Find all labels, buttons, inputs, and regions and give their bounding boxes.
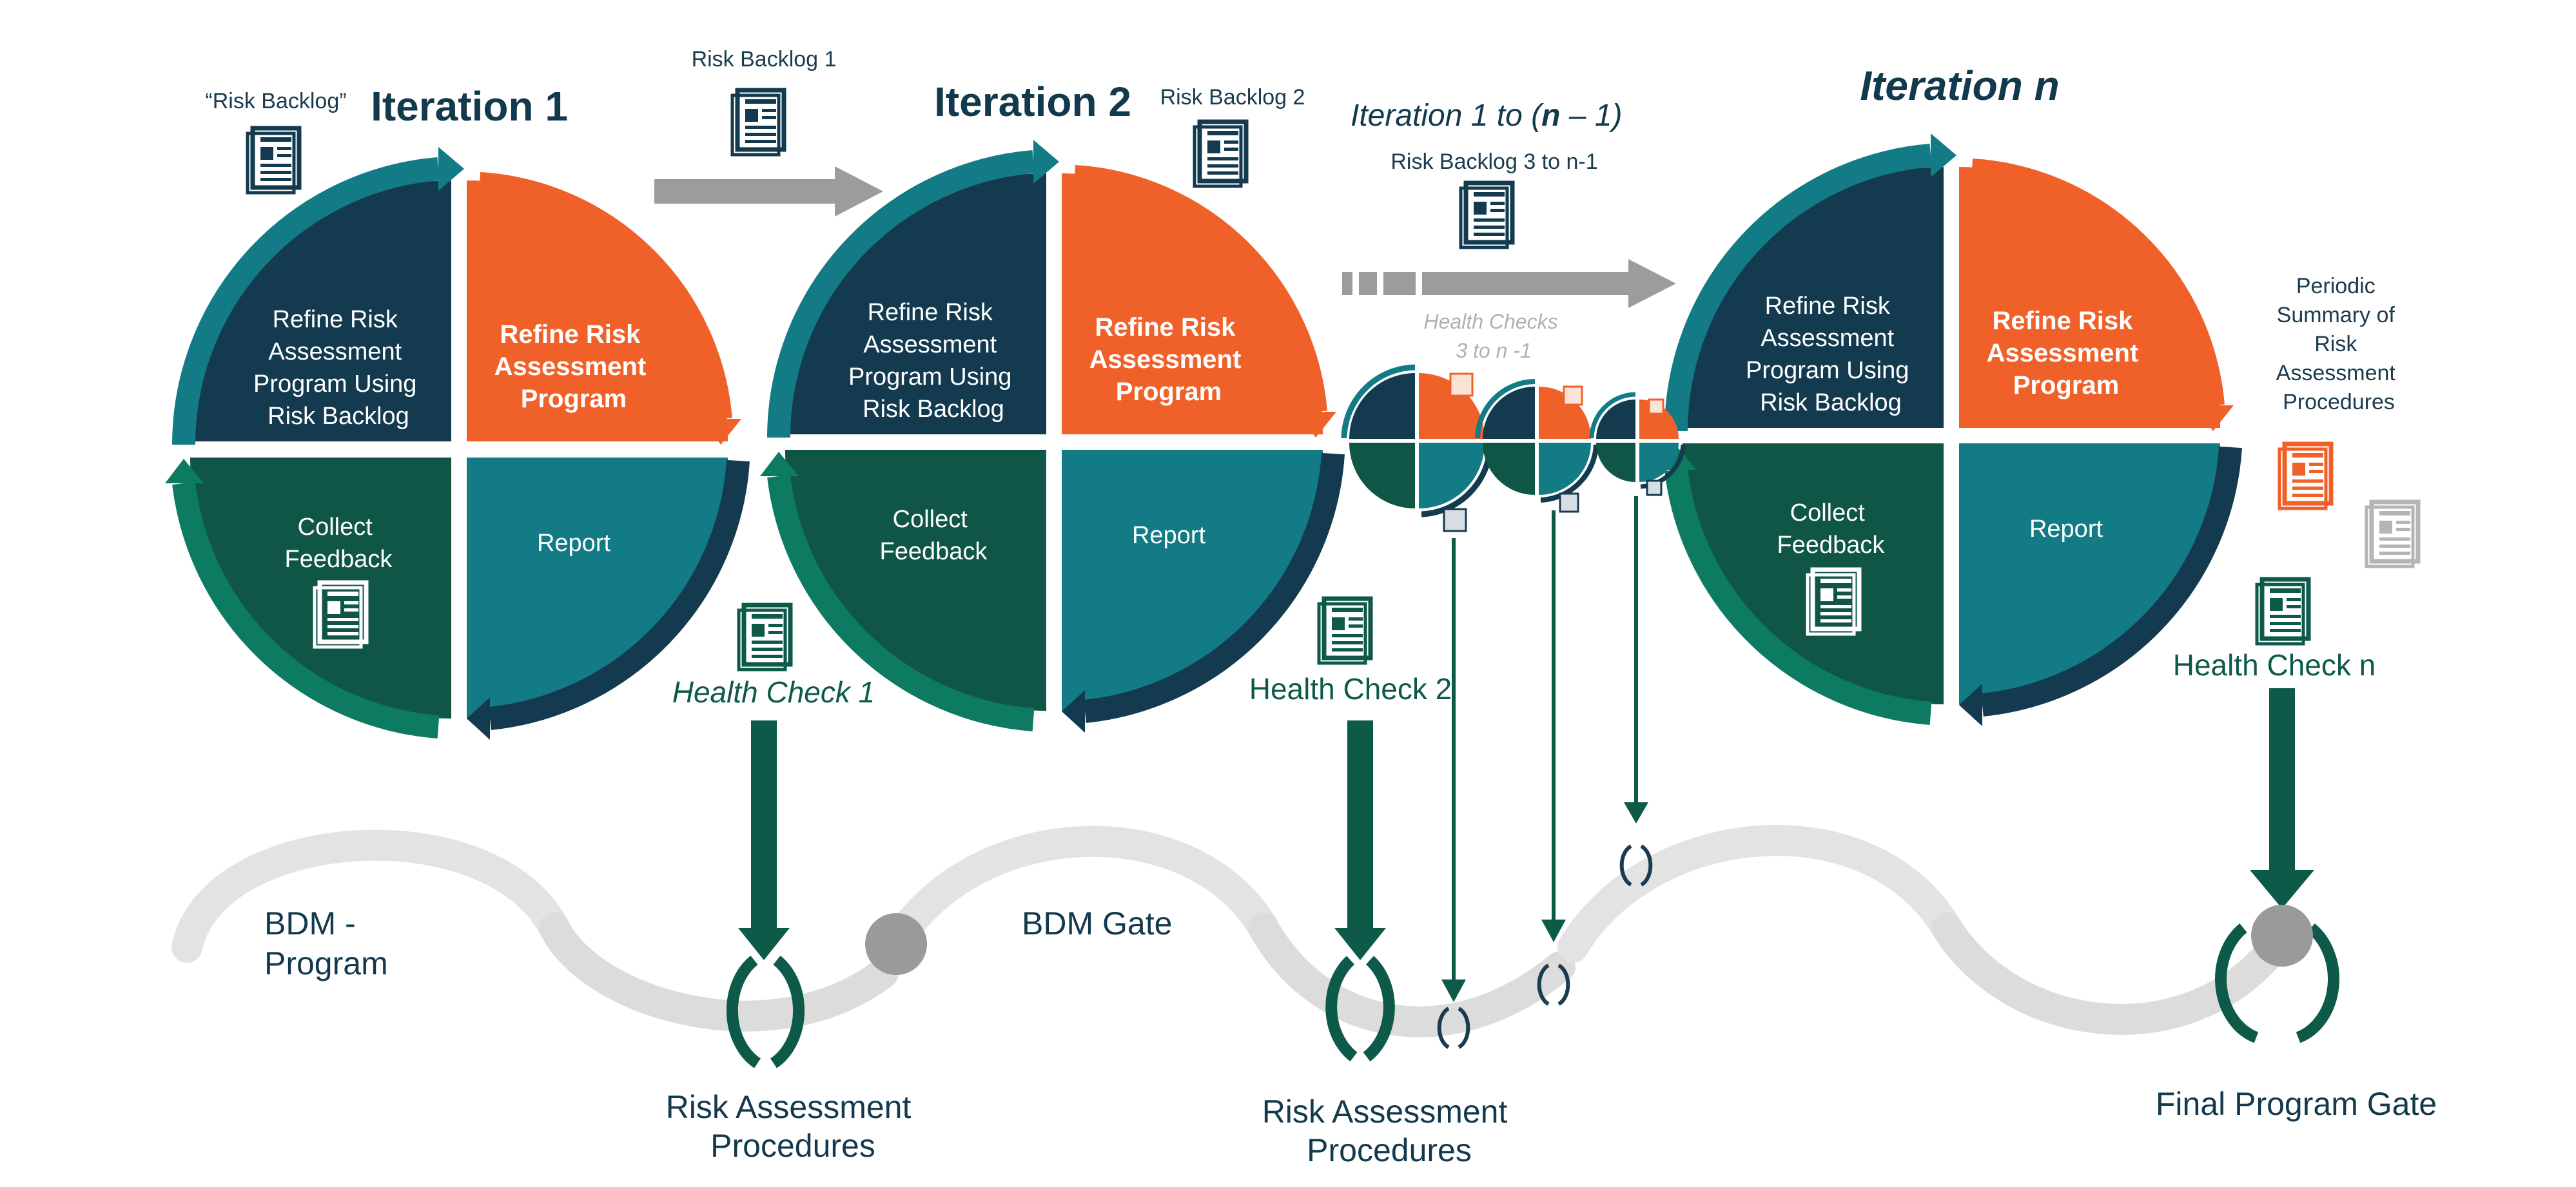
periodic-summary-label: Periodic Summary of Risk Assessment Proc…	[2276, 274, 2402, 414]
quadrant-refine-program-using-backlog	[1683, 167, 1944, 428]
quad-text-collect-feedback: Collect Feedback	[1777, 499, 1886, 559]
bdm-program-label: BDM - Program	[264, 905, 388, 981]
quadrant-refine-program	[1062, 173, 1323, 434]
quadrant-refine-program-using-backlog	[785, 173, 1046, 434]
arrow-right-icon	[1033, 140, 1059, 184]
quadrant-refine-program	[1959, 167, 2220, 428]
quadrant-report	[1062, 450, 1323, 711]
document-icon	[732, 90, 784, 155]
document-icon	[739, 605, 790, 670]
bdm-gate-label: BDM Gate	[1022, 905, 1172, 941]
risk-backlog-range-label: Risk Backlog 3 to n-1	[1390, 150, 1597, 174]
gate-ring-icon	[1325, 956, 1395, 1062]
final-gate-ring-icon	[2215, 905, 2339, 1043]
arrow-down-icon	[738, 928, 790, 960]
mini-iteration-c	[1589, 392, 1686, 496]
document-icon	[1461, 183, 1512, 247]
quad-text-report: Report	[1132, 522, 1205, 549]
quadrant-report	[1959, 443, 2220, 704]
risk-backlog-2-label: Risk Backlog 2	[1160, 85, 1305, 110]
iteration-n-title: Iteration n	[1860, 63, 2059, 109]
risk-backlog-1-label: Risk Backlog 1	[692, 47, 837, 72]
document-icon	[2279, 444, 2331, 508]
risk-assessment-procedures-label-2: Risk Assessment Procedures	[1262, 1094, 1517, 1168]
final-program-gate-label: Final Program Gate	[2156, 1086, 2437, 1122]
quad-text-report: Report	[2029, 516, 2103, 543]
quad-text-collect-feedback: Collect Feedback	[880, 506, 988, 565]
quad-text-refine-program: Refine Risk Assessment Program	[494, 320, 654, 413]
quadrant-collect-feedback	[785, 450, 1046, 711]
iteration-1-cycle: Refine Risk Assessment Program Using Ris…	[165, 147, 750, 740]
quadrant-refine-program-using-backlog	[190, 180, 451, 441]
quad-text-refine-program: Refine Risk Assessment Program	[1987, 307, 2146, 400]
arrow-right-icon	[1931, 133, 1956, 177]
document-icon	[2366, 502, 2418, 566]
gate-ring-icon	[726, 955, 805, 1068]
quad-text-report: Report	[537, 530, 610, 557]
health-check-2-label: Health Check 2	[1249, 672, 1452, 706]
quad-text-refine-using-backlog: Refine Risk Assessment Program Using Ris…	[1746, 293, 1916, 416]
gate-ring-icon	[1437, 844, 1653, 1049]
arrow-right-icon	[438, 147, 464, 191]
mini-iteration-a	[1341, 364, 1494, 532]
arrow-down-icon	[1334, 928, 1386, 960]
iteration-2-cycle: Refine Risk Assessment Program Using Ris…	[760, 140, 1345, 733]
quadrant-report	[467, 458, 728, 719]
health-check-1-label: Health Check 1	[672, 675, 875, 709]
document-icon	[1319, 599, 1371, 663]
arrow-down-icon	[2250, 870, 2314, 909]
iteration-2-title: Iteration 2	[934, 79, 1131, 125]
quad-text-collect-feedback: Collect Feedback	[285, 514, 393, 573]
iteration-1-title: Iteration 1	[371, 83, 568, 130]
health-check-n-label: Health Check n	[2173, 648, 2376, 682]
health-checks-range-label: Health Checks 3 to n -1	[1424, 310, 1564, 362]
iteration-n-cycle: Refine Risk Assessment Program Using Ris…	[1657, 133, 2242, 726]
dashed-arrow-right-icon	[1342, 259, 1676, 308]
document-icon	[1195, 122, 1246, 186]
risk-assessment-procedures-label-1: Risk Assessment Procedures	[666, 1089, 921, 1164]
arrow-right-icon	[654, 166, 883, 217]
risk-backlog-label-1: “Risk Backlog”	[205, 89, 346, 113]
quad-text-refine-program: Refine Risk Assessment Program	[1089, 313, 1249, 406]
mini-iteration-b	[1475, 379, 1599, 513]
gate-swooshes	[171, 825, 2285, 1037]
document-icon	[2257, 579, 2308, 644]
iteration-range-title: Iteration 1 to (n – 1)	[1351, 99, 1623, 133]
document-icon	[248, 128, 299, 193]
mini-health-arrows	[1441, 496, 1648, 1002]
bdm-gate-marker	[865, 913, 927, 975]
quadrant-refine-program	[467, 180, 728, 441]
quad-text-refine-using-backlog: Refine Risk Assessment Program Using Ris…	[848, 299, 1019, 423]
quad-text-refine-using-backlog: Refine Risk Assessment Program Using Ris…	[253, 306, 424, 430]
